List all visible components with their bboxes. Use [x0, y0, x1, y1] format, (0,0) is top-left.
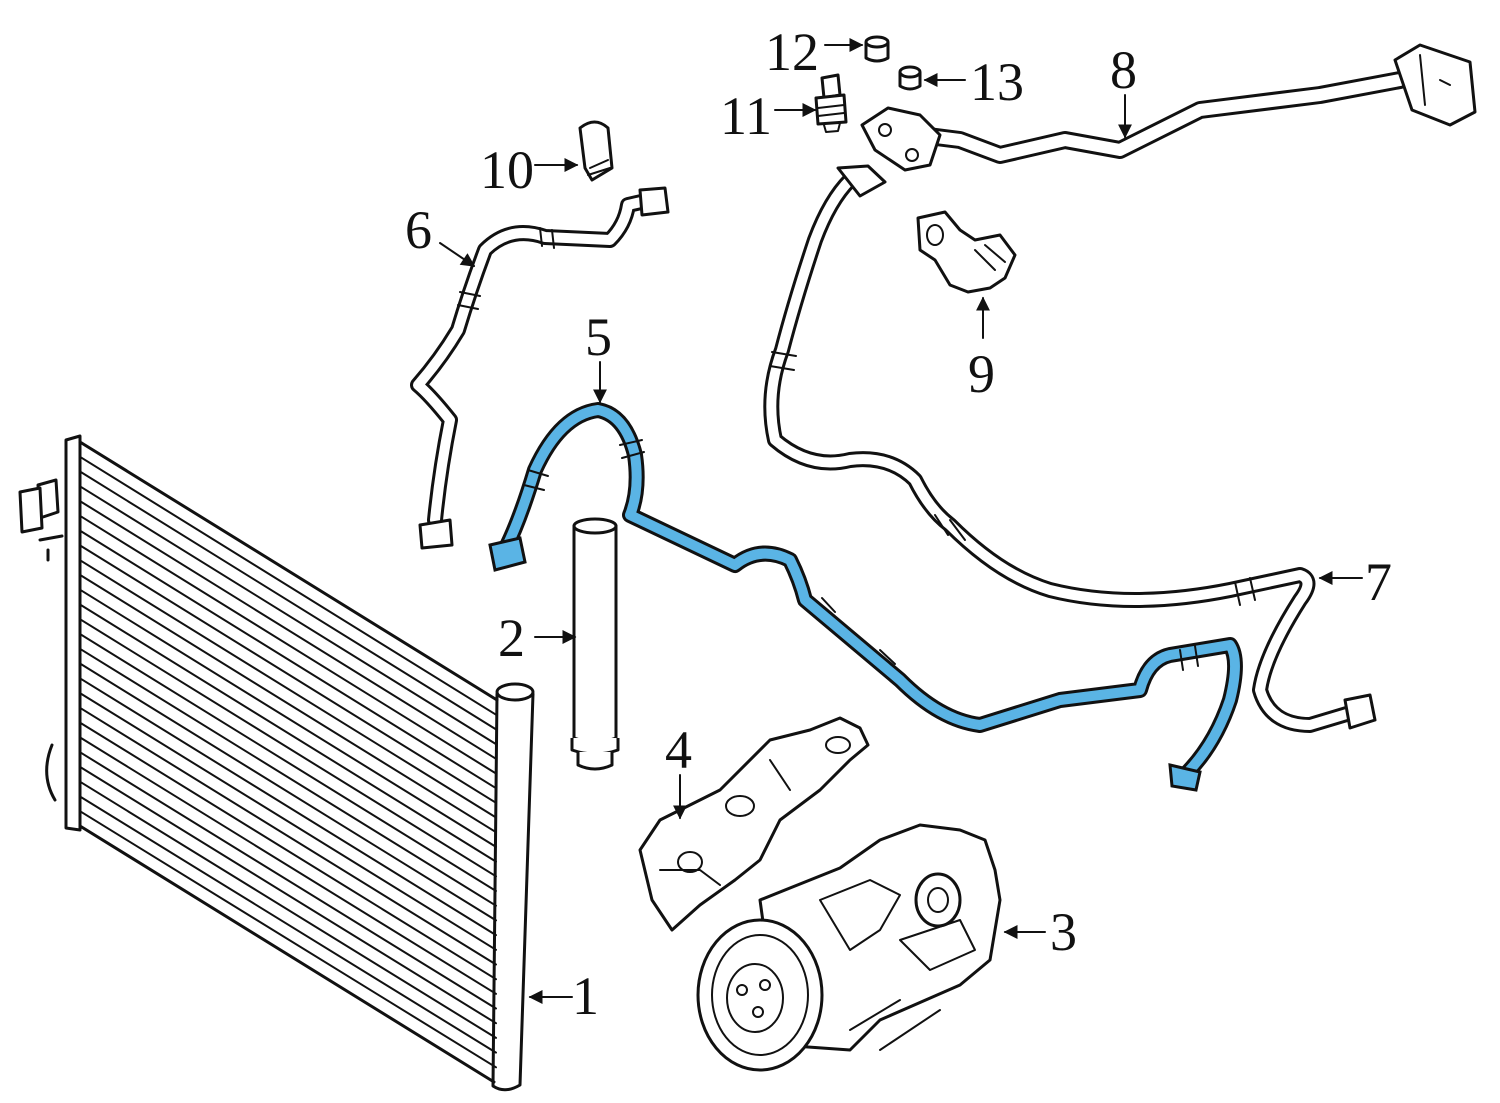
condenser-fin	[79, 677, 497, 937]
leader-arrows	[439, 38, 1363, 1004]
callout-1: 1	[572, 966, 599, 1026]
condenser-fin	[79, 751, 497, 1010]
condenser-fin	[79, 633, 497, 892]
liquid-line-part-7	[763, 164, 1377, 733]
condenser-fin	[79, 795, 497, 1054]
callout-3: 3	[1050, 902, 1077, 962]
callout-5: 5	[585, 307, 612, 367]
condenser-fin	[79, 544, 497, 804]
bracket-part-9	[916, 210, 1017, 294]
condenser-fin	[79, 500, 497, 760]
receiver-drier-part-2	[570, 517, 620, 771]
condenser-fin	[79, 485, 497, 746]
condenser-fin	[79, 455, 497, 716]
suction-line-part-6	[410, 186, 670, 550]
condenser-fin	[79, 588, 497, 848]
cap-part-13	[898, 65, 922, 91]
condenser-fin	[79, 706, 497, 966]
sensor-part-11	[814, 73, 848, 133]
condenser-fin	[79, 692, 497, 951]
condenser-fin	[79, 573, 497, 834]
arrow-6	[439, 242, 476, 267]
callout-6: 6	[405, 200, 432, 260]
callout-2: 2	[498, 608, 525, 668]
callout-13: 13	[970, 52, 1024, 112]
cap-part-12	[864, 35, 890, 63]
pressure-switch-part-10	[578, 120, 614, 182]
callout-11: 11	[720, 86, 772, 146]
condenser-fin	[79, 618, 497, 878]
callout-9: 9	[968, 344, 995, 404]
bracket-part-4	[638, 716, 870, 932]
condenser-fin	[79, 603, 497, 863]
callout-labels: 1 2 3 4 5 6 7 8 9 10 11 12 13	[405, 22, 1392, 1026]
callout-8: 8	[1110, 40, 1137, 100]
condenser-fin	[79, 647, 497, 907]
condenser-fin	[79, 514, 497, 775]
condenser-fin	[79, 765, 497, 1025]
condenser-fin	[79, 662, 497, 922]
condenser-fin	[79, 559, 497, 819]
callout-12: 12	[765, 22, 819, 82]
condenser-part-1	[18, 434, 535, 1092]
condenser-fin	[79, 529, 497, 790]
condenser-fin	[79, 736, 497, 995]
condenser-fin	[79, 470, 497, 731]
condenser-fin	[79, 810, 497, 1069]
condenser-fin	[79, 780, 497, 1039]
callout-10: 10	[480, 140, 534, 200]
callout-7: 7	[1365, 552, 1392, 612]
callout-4: 4	[665, 720, 692, 780]
compressor-part-3	[696, 823, 1002, 1072]
discharge-hose-part-5	[488, 402, 1243, 792]
line-part-8	[860, 43, 1477, 172]
condenser-fin	[79, 721, 497, 981]
